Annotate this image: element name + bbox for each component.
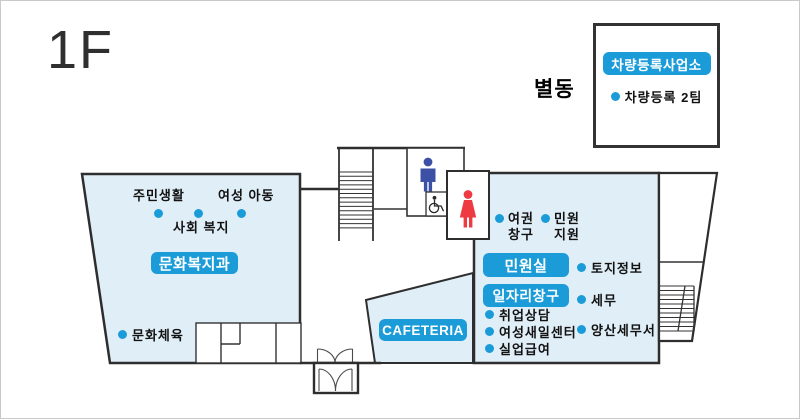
bullet-dot-icon [154,209,163,218]
bullet-dot-icon [485,310,494,319]
bullet-dot-icon [495,214,504,223]
dept-label-sahoe-bokji: 사회 복지 [173,220,230,235]
bullet-dot-icon [485,327,494,336]
list-item: 토지정보 [577,258,643,277]
tax-label: 세무 [591,293,617,308]
annex-box: 차량등록사업소 차량등록 2팀 [593,23,720,148]
bullet-dot-icon [541,214,550,223]
right-annex-shape [657,171,719,343]
unemployment-benefit-label: 실업급여 [499,342,551,357]
civil-support-line1: 민원 [554,211,580,226]
left-wing-rooms [195,322,302,364]
bullet-dot-icon [237,209,246,218]
list-item: 세무 [577,290,617,309]
vehicle-registration-office-button[interactable]: 차량등록사업소 [602,52,711,75]
entrance-door-icon [312,348,360,395]
list-item: 취업상담 [485,305,551,324]
land-info-label: 토지정보 [591,261,643,276]
floor-title: 1F [47,20,115,80]
civil-support-item: 민원 지원 [541,211,580,243]
women-saeil-center-label: 여성새일센터 [499,325,577,340]
list-item: 양산세무서 [577,320,656,339]
bullet-dot-icon [577,325,586,334]
culture-welfare-dept-button[interactable]: 문화복지과 [151,252,238,274]
female-restroom-icon [459,190,477,228]
cafeteria-button[interactable]: CAFETERIA [379,319,467,341]
male-restroom-icon [420,157,436,192]
bullet-dot-icon [194,209,203,218]
stairs-icon [338,148,374,241]
passport-counter-item: 여권 창구 [495,211,534,243]
list-item: 문화체육 [118,325,184,344]
bullet-dot-icon [610,92,620,101]
civil-service-room-button[interactable]: 민원실 [483,253,569,277]
list-item: 차량등록 2팀 [610,87,703,106]
job-counter-button[interactable]: 일자리창구 [483,284,569,307]
stairs-icon [659,285,695,332]
passport-counter-line1: 여권 [508,211,534,226]
vehicle-registration-team-label: 차량등록 2팀 [624,90,703,105]
list-item: 실업급여 [485,339,551,358]
bullet-dot-icon [577,263,586,272]
wheelchair-icon [428,195,445,214]
bullet-dot-icon [485,344,494,353]
list-item: 여성새일센터 [485,322,577,341]
passport-counter-line2: 창구 [508,227,534,242]
civil-support-line2: 지원 [554,227,580,242]
cafeteria-shape [364,271,474,364]
bullet-dot-icon [577,295,586,304]
yangsan-tax-office-label: 양산세무서 [591,323,656,338]
bullet-dot-icon [118,330,127,339]
dept-label-jumin: 주민생활 [133,188,185,203]
dept-label-yeosung-adong: 여성 아동 [218,188,275,203]
annex-area-label: 별동 [534,78,575,101]
job-counseling-label: 취업상담 [499,308,551,323]
dept-label-munhwa-cheyuk: 문화체육 [132,328,184,343]
